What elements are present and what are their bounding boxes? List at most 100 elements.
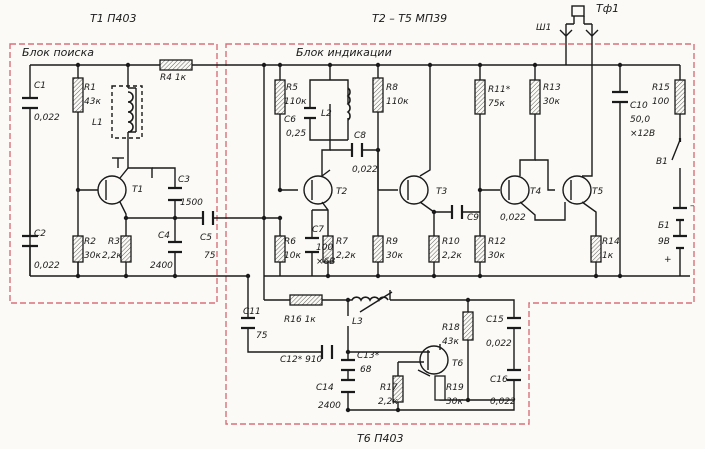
component-label: 0,022 xyxy=(352,165,378,175)
component-label: Т1 xyxy=(132,185,143,195)
component-label: R4 1к xyxy=(160,73,187,83)
component-label: R17 xyxy=(380,383,398,393)
component-label: С3 xyxy=(178,175,190,185)
component-label: 2,2к xyxy=(102,251,122,261)
t6-title: Т6 П403 xyxy=(357,432,403,445)
component-label: 43к xyxy=(84,97,101,107)
component-label: Т6 xyxy=(452,359,463,369)
component-label: 100 xyxy=(652,97,669,107)
tf-label: Тф1 xyxy=(596,2,619,15)
component-label: С9 xyxy=(467,213,479,223)
component-label: ×12В xyxy=(630,129,655,139)
component-label: 10к xyxy=(284,251,301,261)
component-label: R14 xyxy=(602,237,620,247)
component-label: L2 xyxy=(321,109,332,119)
component-label: 0,022 xyxy=(500,213,526,223)
component-label: 0,022 xyxy=(486,339,512,349)
component-label: 75 xyxy=(204,251,216,261)
component-label: С7 xyxy=(312,225,324,235)
component-label: R7 xyxy=(336,237,348,247)
component-label: С1 xyxy=(34,81,46,91)
component-label: Т2 xyxy=(336,187,347,197)
component-label: R5 xyxy=(286,83,298,93)
component-label: ×6В xyxy=(316,257,335,267)
component-label: L3 xyxy=(352,317,363,327)
component-label: R18 xyxy=(442,323,460,333)
component-label: Т4 xyxy=(530,187,541,197)
search-block-title: Блок поиска xyxy=(22,46,94,59)
component-label: 2,2к xyxy=(442,251,462,261)
component-label: Т3 xyxy=(436,187,447,197)
component-label: Т5 xyxy=(592,187,603,197)
component-label: 50,0 xyxy=(630,115,650,125)
sh-label: Ш1 xyxy=(536,23,551,33)
component-label: 2,2к xyxy=(378,397,398,407)
component-label: R15 xyxy=(652,83,670,93)
component-label: 1500 xyxy=(180,198,203,208)
component-label: С5 xyxy=(200,233,212,243)
component-label: R9 xyxy=(386,237,398,247)
t2-t5-title: Т2 – Т5 МП39 xyxy=(372,12,447,25)
component-label: R6 xyxy=(284,237,296,247)
component-label: 2400 xyxy=(150,261,173,271)
capacitors xyxy=(22,90,687,394)
junctions xyxy=(75,62,623,413)
search-block-frame xyxy=(9,43,218,304)
component-label: 75 xyxy=(256,331,268,341)
component-label: 30к xyxy=(488,251,505,261)
component-label: 100 xyxy=(316,243,333,253)
indication-block-frame xyxy=(225,43,695,425)
component-label: L1 xyxy=(92,118,103,128)
component-label: 9В xyxy=(658,237,670,247)
component-label: – xyxy=(690,201,695,211)
component-label: Б1 xyxy=(658,221,670,231)
component-label: С12* 910 xyxy=(280,355,323,365)
t1-title: Т1 П403 xyxy=(90,12,136,25)
component-label: R19 xyxy=(446,383,464,393)
component-label: С16 xyxy=(490,375,508,385)
component-label: С14 xyxy=(316,383,334,393)
component-label: R12 xyxy=(488,237,506,247)
component-label: 30к xyxy=(543,97,560,107)
transistors xyxy=(97,175,592,375)
component-label: С13* xyxy=(357,351,380,361)
headphone-connector xyxy=(559,5,599,40)
component-label: R16 1к xyxy=(284,315,316,325)
component-label: R13 xyxy=(543,83,561,93)
component-label: С11 xyxy=(243,307,261,317)
component-label: С6 xyxy=(284,115,296,125)
component-label: R2 xyxy=(84,237,96,247)
component-label: 2,2к xyxy=(336,251,356,261)
component-label: 0,022 xyxy=(490,397,516,407)
component-label: В1 xyxy=(656,157,668,167)
component-label: 110к xyxy=(386,97,409,107)
labels: Т1 П403 Т2 – Т5 МП39 Т6 П403 Блок поиска… xyxy=(22,2,695,445)
component-label: С2 xyxy=(34,229,46,239)
component-label: 1к xyxy=(602,251,614,261)
component-label: С15 xyxy=(486,315,504,325)
component-label: 0,25 xyxy=(286,129,306,139)
component-label: 30к xyxy=(84,251,101,261)
component-label: 68 xyxy=(360,365,372,375)
component-label: С8 xyxy=(354,131,366,141)
component-label: R11* xyxy=(488,85,511,95)
component-label: 30к xyxy=(446,397,463,407)
component-label: 30к xyxy=(386,251,403,261)
component-label: R10 xyxy=(442,237,460,247)
component-label: R8 xyxy=(386,83,398,93)
component-label: 110к xyxy=(284,97,307,107)
indication-block-title: Блок индикации xyxy=(296,46,392,59)
component-label: 43к xyxy=(442,337,459,347)
resistors xyxy=(72,59,686,403)
component-label: 2400 xyxy=(318,401,341,411)
inductors xyxy=(111,85,393,313)
component-label: 0,022 xyxy=(34,261,60,271)
component-label: R1 xyxy=(84,83,96,93)
component-label: + xyxy=(664,255,672,265)
component-label: 0,022 xyxy=(34,113,60,123)
component-label: R3 xyxy=(108,237,120,247)
component-label: С10 xyxy=(630,101,648,111)
component-label: 75к xyxy=(488,99,505,109)
component-label: С4 xyxy=(158,231,170,241)
